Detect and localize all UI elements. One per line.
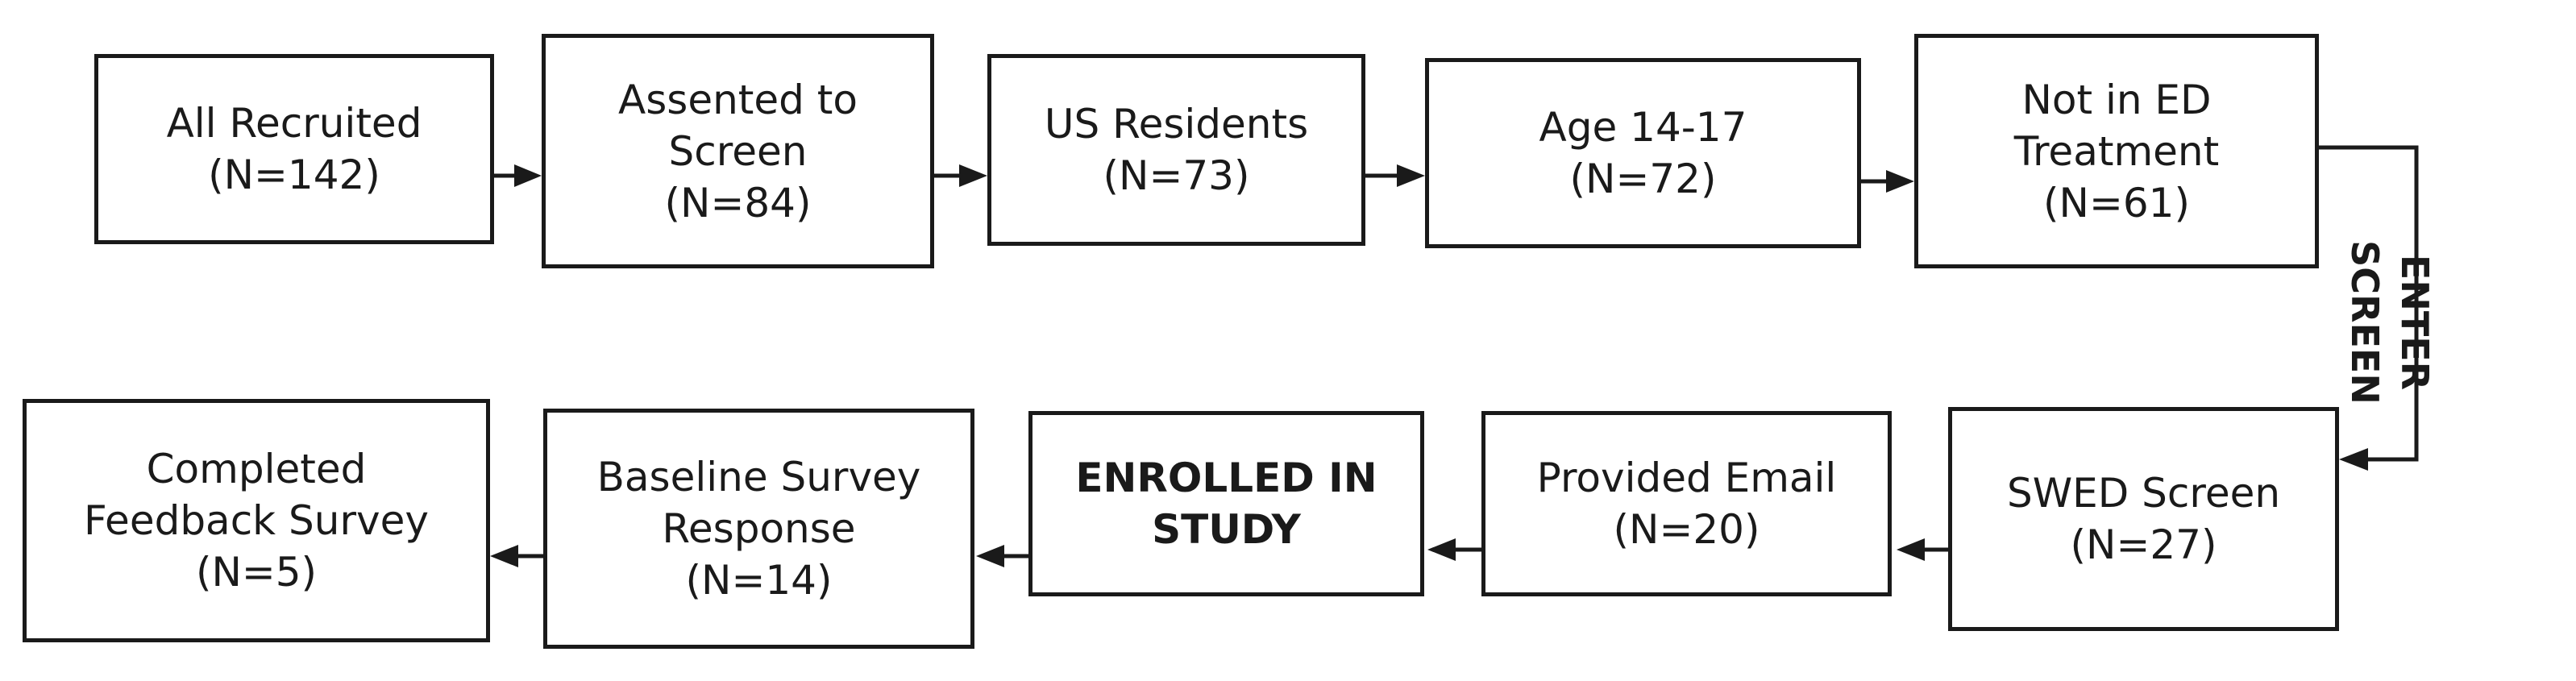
step-label: Treatment (2013, 127, 2220, 175)
step-label: SWED Screen (2006, 470, 2281, 517)
step-label: Response (662, 505, 856, 552)
step-label: Completed (146, 446, 367, 492)
step-label: Baseline Survey (596, 454, 921, 500)
step-count: (N=20) (1613, 506, 1760, 553)
arrowhead-icon (1427, 538, 1456, 561)
step-count: (N=27) (2070, 521, 2217, 568)
step-box-completed-feedback-survey: Completed Feedback Survey (N=5) (23, 399, 490, 642)
step-box-swed-screen: SWED Screen (N=27) (1948, 407, 2339, 631)
step-label: Not in ED (2021, 76, 2212, 123)
step-box-baseline-survey-response: Baseline Survey Response (N=14) (543, 409, 974, 649)
step-count: (N=73) (1103, 152, 1250, 199)
arrowhead-icon (2339, 448, 2368, 471)
arrowhead-icon (1397, 164, 1425, 187)
step-count: (N=142) (208, 152, 380, 198)
arrowhead-icon (959, 164, 987, 187)
step-count: (N=72) (1569, 156, 1717, 202)
step-label: All Recruited (166, 100, 422, 147)
step-label: Feedback Survey (84, 497, 429, 544)
step-label: Provided Email (1536, 455, 1837, 501)
step-box-enrolled-in-study: ENROLLED IN STUDY (1028, 411, 1424, 596)
arrowhead-icon (1886, 170, 1914, 193)
step-count: (N=84) (664, 179, 812, 226)
step-count: (N=5) (195, 549, 318, 596)
step-label: US Residents (1044, 101, 1309, 147)
step-count: (N=14) (685, 557, 833, 604)
elbow-connector (2319, 145, 2419, 462)
step-box-provided-email: Provided Email (N=20) (1481, 411, 1892, 596)
step-box-us-residents: US Residents (N=73) (987, 54, 1365, 246)
connector-label-line: SCREEN (2343, 240, 2387, 405)
step-box-not-in-ed-treatment: Not in ED Treatment (N=61) (1914, 34, 2319, 268)
step-label: Screen (668, 127, 808, 175)
arrowhead-icon (514, 164, 542, 187)
step-box-age-14-17: Age 14-17 (N=72) (1425, 58, 1861, 248)
step-label: STUDY (1152, 506, 1301, 553)
arrowhead-icon (976, 545, 1004, 567)
arrowhead-icon (490, 545, 518, 567)
step-label: Assented to (618, 76, 858, 123)
step-box-all-recruited: All Recruited (N=142) (94, 54, 494, 244)
step-label: Age 14-17 (1539, 104, 1747, 151)
arrowhead-icon (1897, 538, 1925, 561)
step-box-assented-to-screen: Assented to Screen (N=84) (542, 34, 934, 268)
connector-label-line: ENTER (2393, 254, 2437, 391)
step-count: (N=61) (2043, 179, 2190, 226)
enter-screen-label: ENTER SCREEN (2340, 240, 2440, 405)
step-label: ENROLLED IN (1075, 455, 1377, 501)
